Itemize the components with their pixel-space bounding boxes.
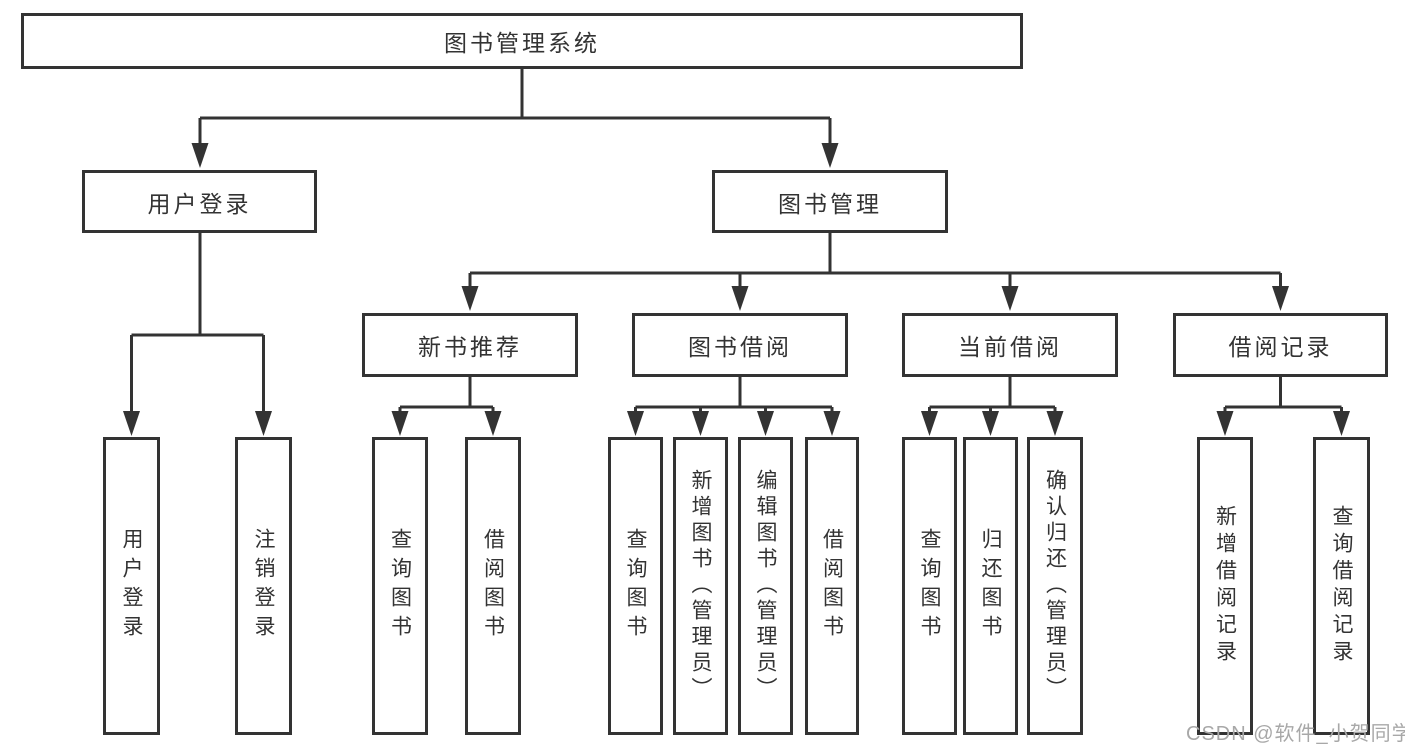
edges-borrowing-records <box>1223 377 1343 413</box>
edges-book-management <box>468 233 1282 288</box>
arrowheads-user-login <box>123 411 272 436</box>
edges-current-borrowing <box>928 377 1057 413</box>
leaf-current-confirm-return-admin: 确认归还（管理员） <box>1027 437 1083 735</box>
arrowheads-current-borrowing <box>921 411 1064 436</box>
leaf-user-login: 用户登录 <box>103 437 160 735</box>
leaf-current-return-books: 归还图书 <box>963 437 1018 735</box>
leaf-borrowing-edit-books-admin: 编辑图书（管理员） <box>738 437 793 735</box>
arrowheads-borrowing-records <box>1216 411 1350 436</box>
leaf-records-query-record: 查询借阅记录 <box>1313 437 1370 735</box>
edges-book-borrowing <box>634 377 834 413</box>
leaf-borrowing-query-books: 查询图书 <box>608 437 663 735</box>
leaf-borrowing-borrow-books: 借阅图书 <box>805 437 859 735</box>
arrowheads-new-book-recommendation <box>391 411 502 436</box>
leaf-current-query-books: 查询图书 <box>902 437 957 735</box>
leaf-borrowing-add-books-admin: 新增图书（管理员） <box>673 437 728 735</box>
leaf-recommend-borrow-books: 借阅图书 <box>465 437 521 735</box>
csdn-watermark: CSDN @软件_小贺同学 <box>1186 723 1405 745</box>
node-library-management-system: 图书管理系统 <box>21 13 1023 69</box>
node-borrowing-records: 借阅记录 <box>1173 313 1388 377</box>
arrowheads-root <box>191 143 839 168</box>
node-new-book-recommendation: 新书推荐 <box>362 313 578 377</box>
leaf-recommend-query-books: 查询图书 <box>372 437 428 735</box>
node-book-management: 图书管理 <box>712 170 948 233</box>
leaf-records-add-record: 新增借阅记录 <box>1197 437 1253 735</box>
edges-root <box>198 69 832 146</box>
leaf-logout: 注销登录 <box>235 437 292 735</box>
arrowheads-book-management <box>461 286 1289 311</box>
edges-user-login <box>130 233 265 413</box>
node-user-login: 用户登录 <box>82 170 317 233</box>
node-book-borrowing: 图书借阅 <box>632 313 848 377</box>
node-current-borrowing: 当前借阅 <box>902 313 1118 377</box>
edges-new-book-recommendation <box>398 377 495 413</box>
arrowheads-book-borrowing <box>627 411 841 436</box>
